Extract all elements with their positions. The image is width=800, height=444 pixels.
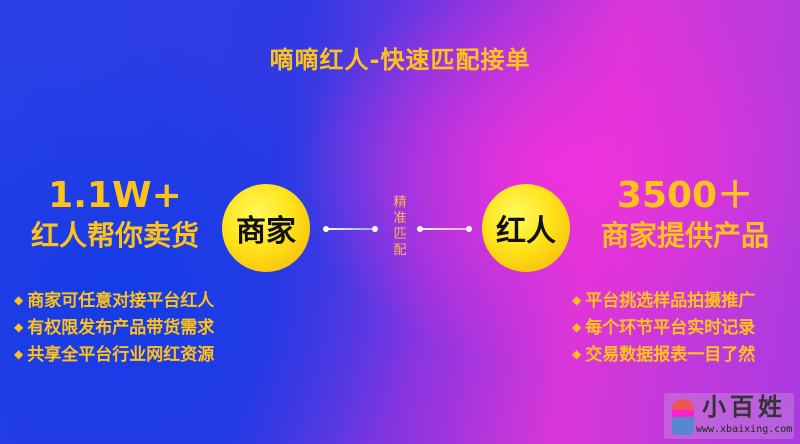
merchant-benefits-list: 商家可任意对接平台红人 有权限发布产品带货需求 共享全平台行业网红资源 xyxy=(14,287,214,368)
list-item: 交易数据报表一目了然 xyxy=(572,341,755,368)
influencer-circle: 红人 xyxy=(482,184,570,272)
list-item: 每个环节平台实时记录 xyxy=(572,314,755,341)
list-item: 有权限发布产品带货需求 xyxy=(14,314,214,341)
watermark-logo: 小百姓 www.xbaixing.com xyxy=(664,393,794,439)
connector-dot xyxy=(323,226,329,232)
list-item: 共享全平台行业网红资源 xyxy=(14,341,214,368)
connector-dot xyxy=(417,226,423,232)
influencer-count: 1.1W+ xyxy=(48,175,182,216)
left-subtitle: 红人帮你卖货 xyxy=(30,219,199,252)
connector-line-right xyxy=(420,228,470,230)
merchant-count: 3500＋ xyxy=(616,175,754,216)
influencer-benefits-list: 平台挑选样品拍摄推广 每个环节平台实时记录 交易数据报表一目了然 xyxy=(572,287,755,368)
connector-dot xyxy=(466,226,472,232)
farmer-mascot-icon xyxy=(672,399,694,435)
connector-dot xyxy=(372,226,378,232)
connector-line-left xyxy=(326,228,376,230)
slide-title: 嘀嘀红人-快速匹配接单 xyxy=(269,46,531,74)
merchant-circle: 商家 xyxy=(222,184,310,272)
list-item: 平台挑选样品拍摄推广 xyxy=(572,287,755,314)
left-stat: 1.1W+ 红人帮你卖货 xyxy=(10,176,220,256)
watermark-brand: 小百姓 xyxy=(702,393,786,421)
watermark-url: www.xbaixing.com xyxy=(696,424,793,435)
list-item: 商家可任意对接平台红人 xyxy=(14,287,214,314)
right-subtitle: 商家提供产品 xyxy=(600,219,769,252)
right-stat: 3500＋ 商家提供产品 xyxy=(575,176,795,256)
precise-match-label: 精准匹配 xyxy=(393,195,407,258)
